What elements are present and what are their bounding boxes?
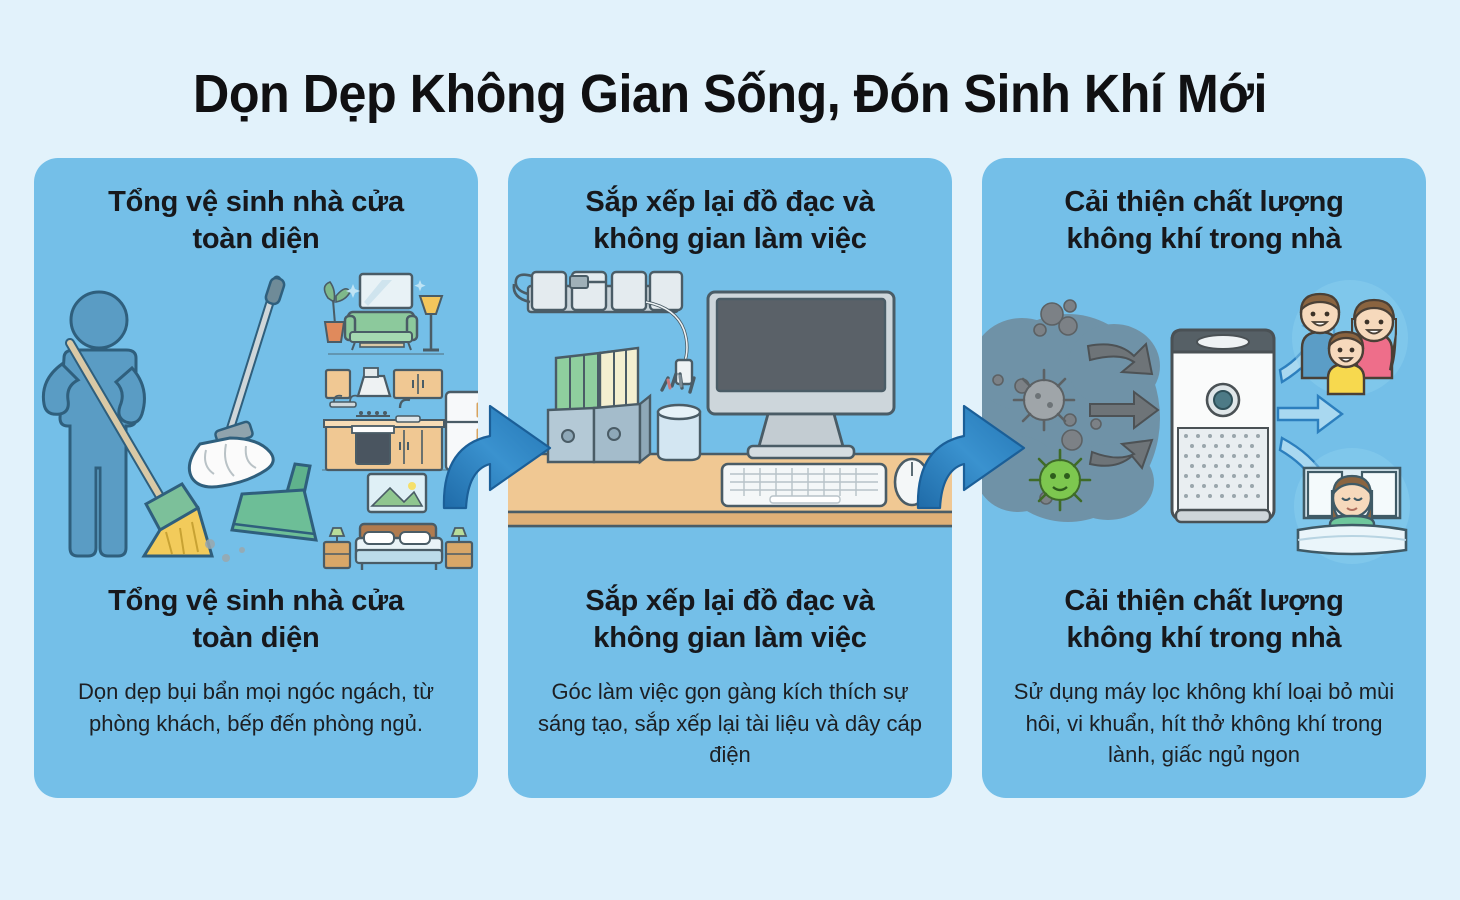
germ-grey-icon bbox=[1012, 368, 1076, 432]
dirty-air-arrows-icon bbox=[1086, 341, 1160, 470]
step-arrow-1-to-2 bbox=[442, 404, 552, 510]
family-icon bbox=[1292, 280, 1408, 396]
card-2-header-line-2: không gian làm việc bbox=[593, 223, 867, 256]
sleeping-woman-icon bbox=[1294, 448, 1410, 564]
card-3-illustration bbox=[982, 280, 1410, 564]
broom-icon bbox=[65, 338, 214, 558]
family-child bbox=[1326, 330, 1366, 396]
dust-particles-icon bbox=[992, 299, 1102, 505]
pencil-cup-icon bbox=[656, 372, 702, 462]
card-2-footer-line-1: Sắp xếp lại đồ đạc và bbox=[585, 585, 875, 617]
card-2-footer-title: Sắp xếp lại đồ đạc và không gian làm việ… bbox=[508, 583, 952, 657]
cable-organizer-icon bbox=[512, 270, 694, 386]
cleaning-person-icon bbox=[41, 290, 146, 558]
card-2-footer-line-2: không gian làm việc bbox=[593, 622, 867, 655]
dust-specks-icon bbox=[205, 539, 245, 562]
germ-green-icon bbox=[1028, 448, 1092, 512]
card-1-description: Dọn dẹp bụi bẩn mọi ngóc ngách, từ phòng… bbox=[78, 679, 434, 736]
step-card-air-quality: Cải thiện chất lượng không khí trong nhà bbox=[982, 158, 1426, 798]
card-3-footer-title: Cải thiện chất lượng không khí trong nhà bbox=[982, 583, 1426, 657]
step-card-organizing: Sắp xếp lại đồ đạc và không gian làm việ… bbox=[508, 158, 952, 798]
card-1-footer-line-2: toàn diện bbox=[192, 622, 320, 655]
bedroom-icon bbox=[322, 472, 474, 570]
card-3-header-line-1: Cải thiện chất lượng bbox=[1064, 186, 1344, 218]
family-father bbox=[1299, 292, 1341, 380]
card-1-header-line-1: Tổng vệ sinh nhà cửa bbox=[108, 186, 404, 218]
card-3-footer-line-1: Cải thiện chất lượng bbox=[1064, 585, 1344, 617]
card-2-header: Sắp xếp lại đồ đạc và không gian làm việ… bbox=[508, 184, 952, 258]
dustpan-icon bbox=[230, 462, 318, 542]
file-holder-icon bbox=[546, 346, 652, 465]
card-1-header-line-2: toàn diện bbox=[192, 223, 320, 256]
card-2-header-line-1: Sắp xếp lại đồ đạc và bbox=[585, 186, 875, 218]
card-2-description: Góc làm việc gọn gàng kích thích sự sáng… bbox=[537, 679, 923, 768]
card-3-description: Sử dụng máy lọc không khí loại bỏ mùi hô… bbox=[1013, 679, 1395, 768]
card-1-header: Tổng vệ sinh nhà cửa toàn diện bbox=[34, 184, 478, 258]
card-2-illustration bbox=[508, 270, 952, 528]
card-3-header: Cải thiện chất lượng không khí trong nhà bbox=[982, 184, 1426, 258]
mop-icon bbox=[187, 275, 286, 489]
step-card-cleaning: Tổng vệ sinh nhà cửa toàn diện bbox=[34, 158, 478, 798]
step-arrow-2-to-3 bbox=[916, 404, 1026, 510]
living-room-icon bbox=[323, 272, 444, 355]
keyboard-icon bbox=[720, 462, 888, 508]
monitor-icon bbox=[706, 290, 896, 460]
page-title: Dọn Dẹp Không Gian Sống, Đón Sinh Khí Mớ… bbox=[193, 64, 1267, 124]
air-purifier-icon bbox=[1170, 328, 1276, 524]
card-1-footer-line-1: Tổng vệ sinh nhà cửa bbox=[108, 585, 404, 617]
card-3-footer-line-2: không khí trong nhà bbox=[1066, 622, 1342, 655]
card-1-footer-title: Tổng vệ sinh nhà cửa toàn diện bbox=[34, 583, 478, 657]
card-1-illustration bbox=[41, 272, 478, 570]
card-3-header-line-2: không khí trong nhà bbox=[1066, 223, 1342, 256]
